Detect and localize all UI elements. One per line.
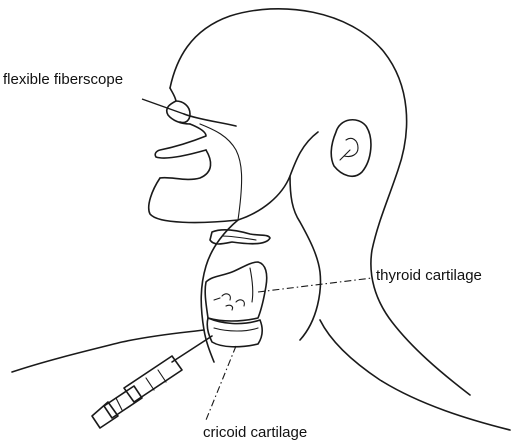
- cricoid-cartilage-label: cricoid cartilage: [203, 424, 308, 441]
- shoulder-right: [319, 319, 511, 431]
- cricoid-detail: [213, 327, 259, 332]
- ear: [330, 119, 372, 178]
- fiberscope-label: flexible fiberscope: [3, 71, 124, 88]
- fiberscope-tube: [183, 113, 237, 127]
- thyroid-leader: [257, 277, 373, 293]
- thyroid-cartilage: [204, 261, 268, 322]
- cheek-line: [199, 123, 243, 221]
- face-profile: [165, 87, 191, 125]
- lower-lip: [159, 149, 212, 181]
- thyroid-cartilage-label: thyroid cartilage: [376, 267, 482, 284]
- thyroid-notch: [249, 267, 254, 303]
- shoulder-left: [11, 329, 205, 373]
- syringe: [91, 335, 213, 429]
- nose: [175, 100, 191, 124]
- hyoid-detail: [221, 235, 257, 241]
- hyoid-bone: [209, 229, 271, 245]
- thyroid-texture: [213, 293, 245, 311]
- fiberscope-pointer: [141, 98, 185, 115]
- cricoid-leader: [205, 345, 237, 421]
- neck-front: [200, 219, 239, 363]
- upper-lip: [154, 123, 207, 159]
- cricoid-cartilage: [206, 317, 263, 348]
- head-outline: [169, 7, 471, 396]
- neck-side: [289, 175, 322, 341]
- ear-inner: [339, 137, 359, 161]
